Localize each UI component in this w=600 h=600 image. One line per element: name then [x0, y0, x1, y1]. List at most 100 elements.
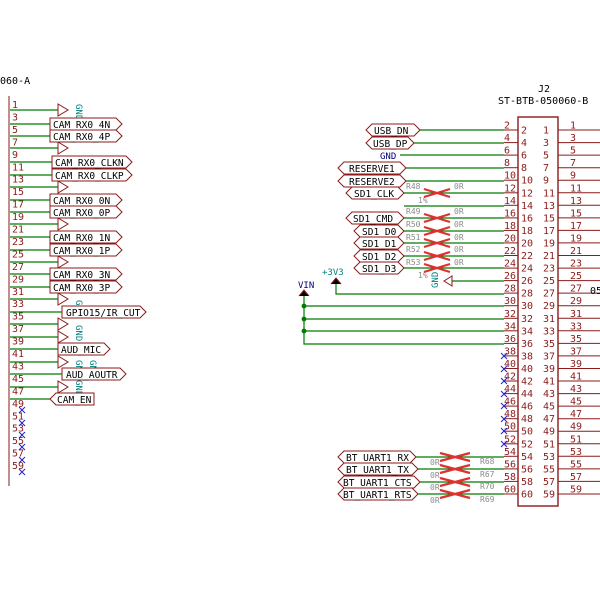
- j2-pin-outer-60: 60: [504, 485, 516, 496]
- j2-pin-outer-r49: 49: [570, 422, 582, 433]
- j2-pin-outer-38: 38: [504, 346, 516, 357]
- left-label-cam-rx0-clkn[interactable]: CAM_RX0_CLKN: [51, 155, 133, 169]
- j2-pin-outer-r29: 29: [570, 296, 582, 307]
- left-label-aud-aoutr[interactable]: AUD_AOUTR: [61, 367, 127, 381]
- gnd-net-label: GND: [380, 152, 396, 162]
- j2-pin-inner-44: 44: [521, 389, 533, 400]
- svg-text:SD1_D0: SD1_D0: [362, 227, 397, 238]
- j2-pin-inner-38: 38: [521, 351, 533, 362]
- j2-pin-inner-r39: 39: [543, 364, 555, 375]
- j2-pin-outer-r17: 17: [570, 221, 582, 232]
- left-pin-53: 53: [12, 424, 24, 435]
- right-label-reserve2[interactable]: RESERVE2: [337, 174, 407, 188]
- left-pin-17: 17: [12, 200, 24, 211]
- right-label-sd1-d2[interactable]: SD1_D2: [353, 249, 405, 263]
- left-pin-13: 13: [12, 175, 24, 186]
- left-label-cam-rx0-4n[interactable]: CAM_RX0_4N: [49, 117, 123, 131]
- j2-pin-inner-r43: 43: [543, 389, 555, 400]
- j2-pin-inner-r55: 55: [543, 464, 555, 475]
- j2-pin-outer-r53: 53: [570, 447, 582, 458]
- j2-pin-inner-r33: 33: [543, 326, 555, 337]
- j2-pin-outer-54: 54: [504, 447, 516, 458]
- dnp-cross-r70: [439, 476, 471, 488]
- left-label-cam-rx0-3p[interactable]: CAM_RX0_3P: [49, 280, 123, 294]
- right-label-bt-uart1-tx[interactable]: BT_UART1_TX: [337, 462, 419, 476]
- j2-pin-outer-r51: 51: [570, 434, 582, 445]
- right-label-bt-uart1-rts[interactable]: BT_UART1_RTS: [337, 487, 419, 501]
- j2-pin-inner-r31: 31: [543, 314, 555, 325]
- right-label-bt-uart1-rx[interactable]: BT_UART1_RX: [337, 450, 417, 464]
- j2-pin-outer-r19: 19: [570, 233, 582, 244]
- svg-text:CAM_RX0_CLKP: CAM_RX0_CLKP: [55, 171, 124, 182]
- j2-pin-inner-4: 4: [521, 138, 527, 149]
- left-pin-1: 1: [12, 100, 18, 111]
- svg-text:SD1_CMD: SD1_CMD: [353, 214, 393, 225]
- left-label-aud-mic[interactable]: AUD_MIC: [57, 342, 111, 356]
- left-label-cam-rx0-0p[interactable]: CAM_RX0_0P: [49, 205, 123, 219]
- right-label-sd1-d0[interactable]: SD1_D0: [353, 224, 405, 238]
- right-label-sd1-cmd[interactable]: SD1_CMD: [345, 211, 405, 225]
- j2-pin-outer-44: 44: [504, 384, 516, 395]
- j2-pin-inner-r21: 21: [543, 251, 555, 262]
- left-label-gpio15-ir-cut[interactable]: GPIO15/IR_CUT: [61, 305, 147, 319]
- gnd-label-26: GND: [431, 272, 441, 288]
- right-label-usb-dp[interactable]: USB_DP: [365, 136, 415, 150]
- left-label-cam-rx0-0n[interactable]: CAM_RX0_0N: [49, 193, 123, 207]
- dnp-cross-r49: [423, 212, 451, 224]
- left-label-cam-en[interactable]: CAM_EN: [49, 392, 95, 406]
- left-label-cam-rx0-3n[interactable]: CAM_RX0_3N: [49, 267, 123, 281]
- j2-pin-inner-28: 28: [521, 289, 533, 300]
- j2-pin-outer-40: 40: [504, 359, 516, 370]
- j2-pin-outer-52: 52: [504, 434, 516, 445]
- right-label-usb-dn[interactable]: USB_DN: [365, 123, 421, 137]
- j2-pin-outer-r15: 15: [570, 208, 582, 219]
- j2-pin-outer-10: 10: [504, 171, 516, 182]
- left-label-cam-rx0-4p[interactable]: CAM_RX0_4P: [49, 129, 123, 143]
- power-symbols: GND GND +3V3 VIN: [298, 152, 453, 297]
- j2-pin-inner-20: 20: [521, 238, 533, 249]
- right-label-sd1-d3[interactable]: SD1_D3: [353, 261, 405, 275]
- j2-pin-inner-10: 10: [521, 176, 533, 187]
- left-pin-9: 9: [12, 150, 18, 161]
- j2-pin-inner-r23: 23: [543, 264, 555, 275]
- svg-text:CAM_RX0_3P: CAM_RX0_3P: [53, 283, 110, 294]
- res-r52-ref: R52: [406, 245, 421, 254]
- left-label-cam-rx0-1n[interactable]: CAM_RX0_1N: [49, 230, 123, 244]
- right-label-sd1-d1[interactable]: SD1_D1: [353, 236, 405, 250]
- j2-pin-outer-42: 42: [504, 372, 516, 383]
- j2-pin-inner-58: 58: [521, 477, 533, 488]
- left-gnd-label-4: GND: [73, 325, 83, 341]
- j2-pin-outer-18: 18: [504, 221, 516, 232]
- res-r69-ref: R69: [480, 495, 495, 504]
- left-pin-57: 57: [12, 449, 24, 460]
- left-pin-3: 3: [12, 113, 18, 124]
- j2-pin-inner-2: 2: [521, 126, 527, 137]
- dnp-cross-r68: [439, 451, 471, 463]
- left-pin-5: 5: [12, 125, 18, 136]
- right-label-sd1-clk[interactable]: SD1_CLK: [345, 186, 405, 200]
- j2-pin-outer-r21: 21: [570, 246, 582, 257]
- left-label-cam-rx0-1p[interactable]: CAM_RX0_1P: [49, 243, 123, 257]
- j2-pin-inner-r25: 25: [543, 276, 555, 287]
- right-label-reserve1[interactable]: RESERVE1: [337, 161, 407, 175]
- j2-pin-inner-r27: 27: [543, 289, 555, 300]
- dnp-resistors: R48 0R 1% R49 0R R50 0R R51 0R R52 0R R5…: [406, 182, 495, 505]
- svg-text:BT_UART1_RTS: BT_UART1_RTS: [343, 490, 412, 501]
- j2-pin-outer-28: 28: [504, 284, 516, 295]
- left-pin-37: 37: [12, 324, 24, 335]
- j2-pin-inner-r35: 35: [543, 339, 555, 350]
- svg-text:GPIO15/IR_CUT: GPIO15/IR_CUT: [66, 308, 141, 319]
- left-label-cam-rx0-clkp[interactable]: CAM_RX0_CLKP: [51, 168, 133, 182]
- j2-pin-outer-22: 22: [504, 246, 516, 257]
- j2-pin-inner-30: 30: [521, 301, 533, 312]
- j2-pin-outer-r5: 5: [570, 146, 576, 157]
- svg-text:SD1_CLK: SD1_CLK: [354, 189, 394, 200]
- j2-pin-outer-r47: 47: [570, 409, 582, 420]
- vin-label: VIN: [298, 281, 314, 291]
- j2-pin-inner-56: 56: [521, 464, 533, 475]
- vin-arrow: [298, 289, 310, 297]
- j2-pin-outer-r3: 3: [570, 133, 576, 144]
- j2-pin-outer-30: 30: [504, 296, 516, 307]
- right-label-bt-uart1-cts[interactable]: BT_UART1_CTS: [337, 475, 421, 489]
